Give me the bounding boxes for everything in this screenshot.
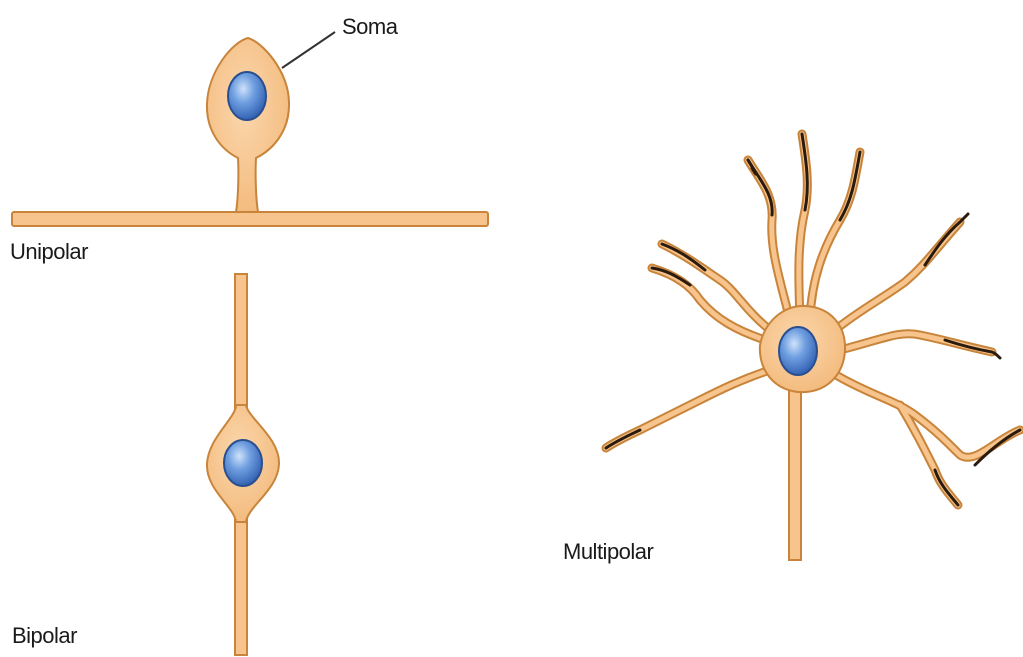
multipolar-axon bbox=[789, 385, 801, 560]
bipolar-dendrite bbox=[235, 274, 247, 414]
unipolar-axon bbox=[12, 212, 488, 226]
bipolar-nucleus bbox=[224, 440, 262, 486]
multipolar-nucleus bbox=[779, 327, 817, 375]
unipolar-neuron bbox=[12, 32, 488, 226]
soma-label: Soma bbox=[342, 16, 397, 38]
bipolar-neuron bbox=[207, 274, 279, 655]
unipolar-soma bbox=[207, 38, 289, 212]
multipolar-label: Multipolar bbox=[563, 541, 653, 563]
multipolar-neuron bbox=[606, 134, 1020, 560]
multipolar-dendrite-2 bbox=[810, 152, 860, 318]
unipolar-label: Unipolar bbox=[10, 241, 88, 263]
unipolar-nucleus bbox=[228, 72, 266, 120]
bipolar-axon bbox=[235, 515, 247, 655]
bipolar-label: Bipolar bbox=[12, 625, 77, 647]
soma-pointer-line bbox=[282, 32, 335, 68]
